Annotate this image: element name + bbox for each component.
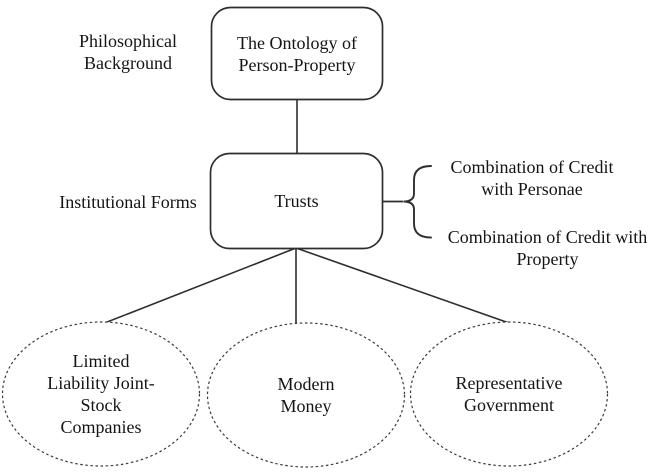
companies-ellipse-text: Limited Liability Joint- Stock Companies	[47, 351, 155, 437]
brace-item-personae: Combination of Credit with Personae	[450, 157, 614, 199]
philosophical-background-label: Philosophical Background	[79, 31, 177, 73]
edge-trusts-to-government	[295, 247, 510, 324]
money-ellipse-outline	[206, 322, 406, 468]
companies-ellipse-outline	[1, 321, 201, 467]
brace-item-property: Combination of Credit with Property	[447, 227, 648, 269]
money-ellipse-text: Modern Money	[277, 374, 335, 416]
institutional-forms-label: Institutional Forms	[59, 192, 197, 212]
edge-trusts-to-companies	[101, 247, 297, 325]
curly-brace	[403, 165, 432, 239]
government-ellipse-text: Representative Government	[455, 373, 563, 415]
trusts-box-text: Trusts	[274, 191, 319, 211]
ontology-box-outline	[210, 6, 384, 101]
ontology-box-text: The Ontology of Person-Property	[237, 32, 357, 75]
trusts-box-outline	[209, 152, 384, 250]
government-ellipse-outline	[409, 321, 609, 467]
